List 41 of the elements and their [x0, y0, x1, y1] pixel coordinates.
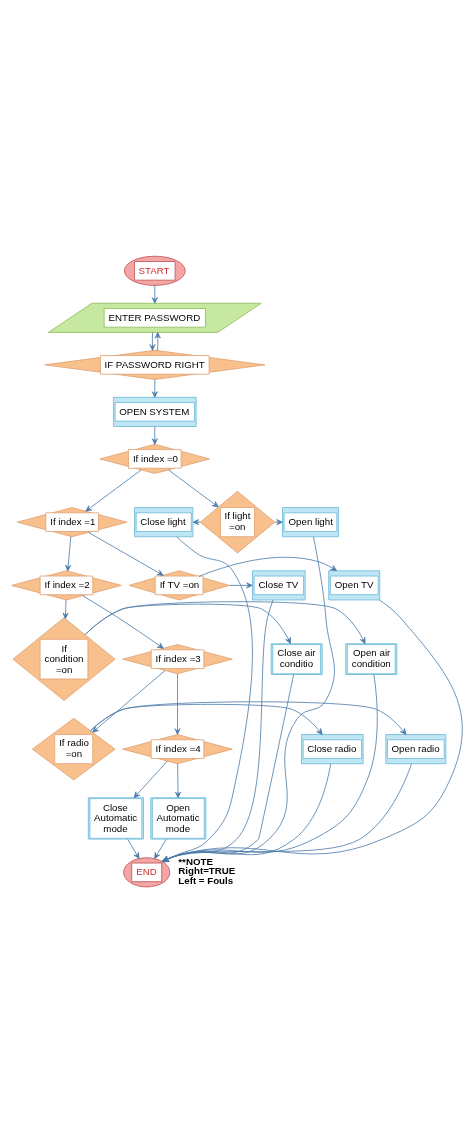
arrow — [162, 599, 274, 863]
arrow — [154, 838, 167, 859]
arrow — [151, 285, 158, 304]
arrow — [162, 763, 331, 862]
arrow — [84, 601, 366, 644]
arrow — [151, 426, 158, 445]
node-diamond: If radio =on — [32, 717, 116, 781]
node-diamond: If index =4 — [122, 734, 233, 765]
arrow — [162, 674, 295, 863]
arrow — [62, 599, 69, 620]
node-ellipse: START — [123, 255, 186, 286]
arrow — [90, 701, 407, 735]
arrow — [162, 674, 378, 862]
label: Right=TRUE — [178, 865, 236, 877]
arrow — [127, 838, 140, 859]
arrow — [274, 519, 283, 526]
arrow — [154, 332, 161, 351]
arrow — [228, 582, 253, 589]
arrow — [92, 670, 166, 733]
arrow — [149, 332, 156, 351]
arrow — [161, 599, 463, 862]
arrow — [161, 763, 412, 862]
arrow — [85, 469, 142, 512]
arrow — [175, 763, 181, 799]
node-diamond: IF PASSWORD RIGHT — [44, 349, 266, 380]
arrow — [192, 519, 201, 526]
arrow — [88, 532, 164, 576]
arrow — [174, 673, 181, 735]
arrow — [90, 703, 323, 735]
arrow — [168, 469, 219, 508]
arrow — [133, 760, 168, 799]
arrow — [151, 379, 158, 398]
arrow — [198, 556, 337, 577]
arrow — [65, 536, 72, 572]
arrow — [162, 536, 253, 863]
node-diamond: If index =0 — [99, 443, 211, 474]
arrow — [82, 595, 164, 649]
arrow — [162, 536, 335, 862]
node-diamond: If condition =on — [12, 617, 116, 701]
label: **NOTE — [178, 855, 213, 867]
node-diamond: If index =2 — [11, 570, 122, 601]
